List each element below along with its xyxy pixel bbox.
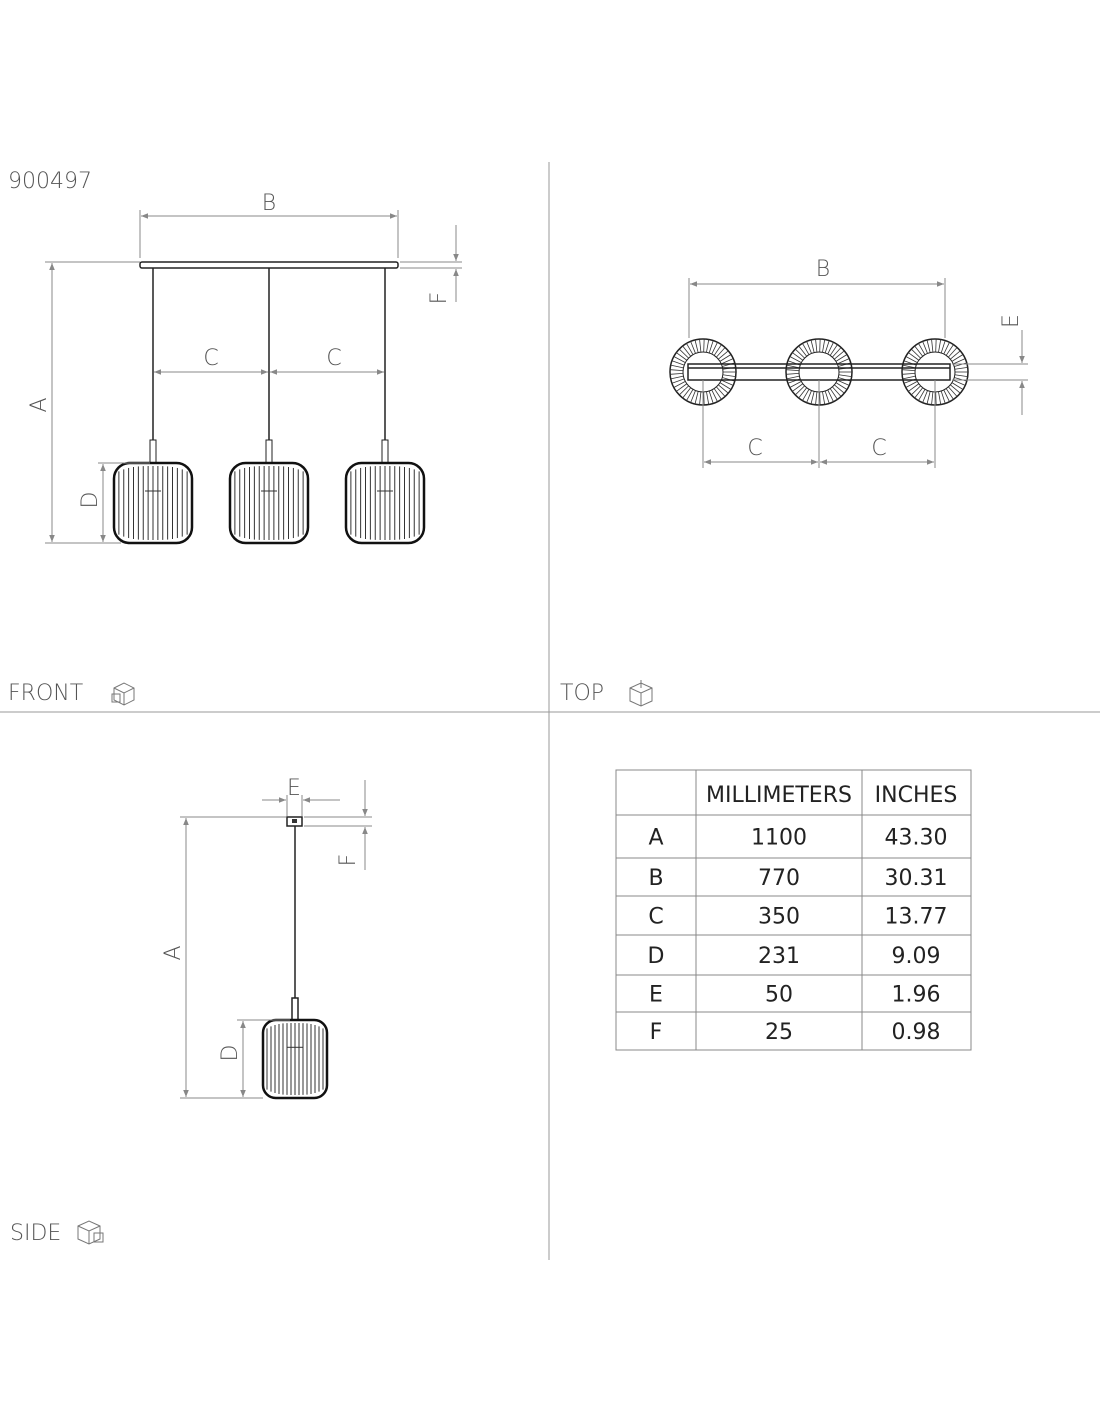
dim-label-f: F: [336, 854, 361, 867]
table-header-millimeters: MILLIMETERS: [706, 783, 852, 808]
side-view: A D E F: [161, 776, 372, 1100]
table-cell-mm: 25: [765, 1020, 793, 1045]
pendant-shade-top: [669, 338, 737, 406]
lamp-holder: [149, 439, 157, 464]
table-cell-mm: 1100: [751, 826, 807, 851]
table-cell-key: B: [648, 866, 663, 891]
dim-label-c: C: [203, 346, 218, 371]
table-cell-mm: 350: [758, 905, 800, 930]
pendant-shade: [228, 461, 310, 545]
table-cell-key: C: [648, 905, 663, 930]
dimension-table: MILLIMETERS INCHES A 1100 43.30B 770 30.31C 3…: [615, 769, 972, 1051]
pendant-shade: [261, 1018, 329, 1100]
dim-label-d: D: [218, 1045, 243, 1062]
table-cell-in: 43.30: [885, 826, 948, 851]
front-view-cube-icon: [111, 682, 135, 706]
table-cell-mm: 770: [758, 866, 800, 891]
view-label-front: FRONT: [8, 681, 83, 706]
side-view-cube-icon: [77, 1220, 104, 1245]
table-cell-in: 0.98: [892, 1020, 941, 1045]
lamp-holder: [265, 439, 273, 464]
table-cell-in: 30.31: [885, 866, 948, 891]
table-cell-in: 13.77: [885, 905, 948, 930]
table-cell-mm: 231: [758, 944, 800, 969]
top-view: B C C E: [669, 257, 1028, 468]
lamp-holder: [381, 439, 389, 464]
dim-label-b: B: [262, 191, 276, 216]
view-label-top: TOP: [560, 681, 604, 706]
view-label-side: SIDE: [10, 1221, 61, 1246]
front-view: B A D F C C: [27, 191, 462, 545]
table-cell-in: 9.09: [892, 944, 941, 969]
dim-label-c: C: [326, 346, 341, 371]
table-cell-in: 1.96: [892, 983, 941, 1008]
dim-label-c: C: [871, 436, 886, 461]
dim-label-a: A: [161, 945, 186, 960]
pendant-shade: [112, 461, 194, 545]
dim-label-c: C: [747, 436, 762, 461]
pendant-shade: [344, 461, 426, 545]
table-cell-mm: 50: [765, 983, 793, 1008]
dim-label-e: E: [999, 314, 1024, 328]
table-cell-key: A: [648, 826, 663, 851]
table-header-inches: INCHES: [875, 783, 958, 808]
table-cell-key: E: [649, 983, 663, 1008]
table-cell-key: D: [648, 944, 665, 969]
dim-label-a: A: [27, 397, 52, 412]
top-view-cube-icon: [629, 680, 653, 707]
table-cell-key: F: [650, 1020, 663, 1045]
dim-label-b: B: [816, 257, 830, 282]
product-code: 900497: [8, 169, 92, 194]
dim-label-d: D: [78, 492, 103, 509]
dim-label-f: F: [427, 292, 452, 305]
dim-label-e: E: [287, 776, 301, 801]
